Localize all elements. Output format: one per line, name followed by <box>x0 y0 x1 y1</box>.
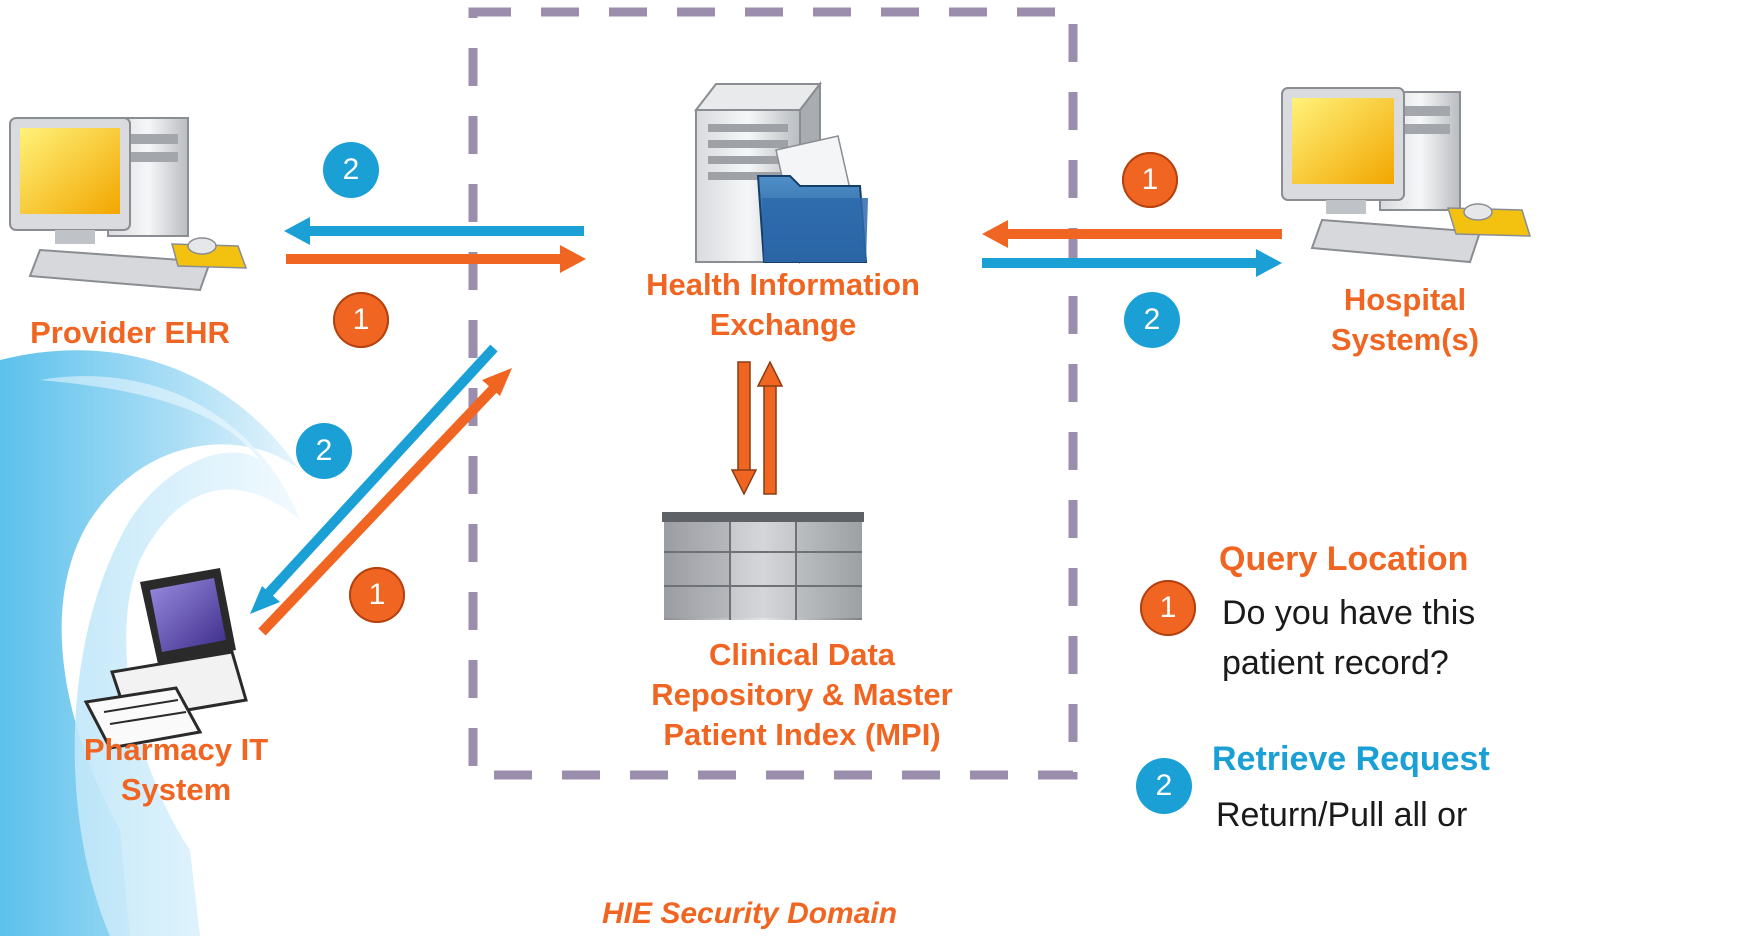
provider-step-1-badge: 1 <box>333 292 389 348</box>
legend-retrieve-text: Return/Pull all or <box>1216 796 1468 834</box>
background-wave <box>0 350 300 936</box>
hospital-label: Hospital System(s) <box>1330 282 1480 357</box>
pharmacy-step-2-badge: 2 <box>296 423 352 479</box>
arrowhead-blue-left <box>284 217 310 245</box>
legend-query-text: Do you have this patient record? <box>1222 594 1476 682</box>
pharmacy-label: Pharmacy IT System <box>83 732 269 807</box>
legend-query-title: Query Location <box>1219 540 1469 578</box>
pharmacy-step-1-badge: 1 <box>349 567 405 623</box>
provider-step-2-badge: 2 <box>323 142 379 198</box>
legend-query-badge: 1 <box>1140 580 1196 636</box>
hospital-computer-icon <box>1281 87 1532 264</box>
pharmacy-arrows <box>250 344 512 636</box>
hie-server-folder-icon <box>693 81 868 264</box>
pharmacy-workstation-icon <box>83 568 248 750</box>
hospital-step-2-badge: 2 <box>1124 292 1180 348</box>
security-domain-border <box>468 7 1078 780</box>
hospital-step-1-badge: 1 <box>1122 152 1178 208</box>
cdr-label: Clinical Data Repository & Master Patien… <box>651 637 953 752</box>
arrowhead-orange-up-right <box>482 368 512 396</box>
legend-retrieve-title: Retrieve Request <box>1212 740 1490 778</box>
cdr-server-rack-icon <box>662 512 864 620</box>
hospital-arrows <box>982 220 1282 277</box>
provider-ehr-computer-icon <box>9 117 248 292</box>
provider-arrows <box>284 217 586 273</box>
hie-cdr-arrows <box>730 360 784 496</box>
provider-ehr-label: Provider EHR <box>30 315 230 350</box>
arrowhead-blue-right <box>1256 249 1282 277</box>
legend-retrieve-badge: 2 <box>1136 758 1192 814</box>
arrowhead-orange-right <box>560 245 586 273</box>
hie-label: Health Information Exchange <box>646 267 920 342</box>
arrowhead-orange-left <box>982 220 1008 248</box>
security-domain-caption: HIE Security Domain <box>602 897 898 930</box>
arrowhead-blue-down-left <box>250 586 280 614</box>
